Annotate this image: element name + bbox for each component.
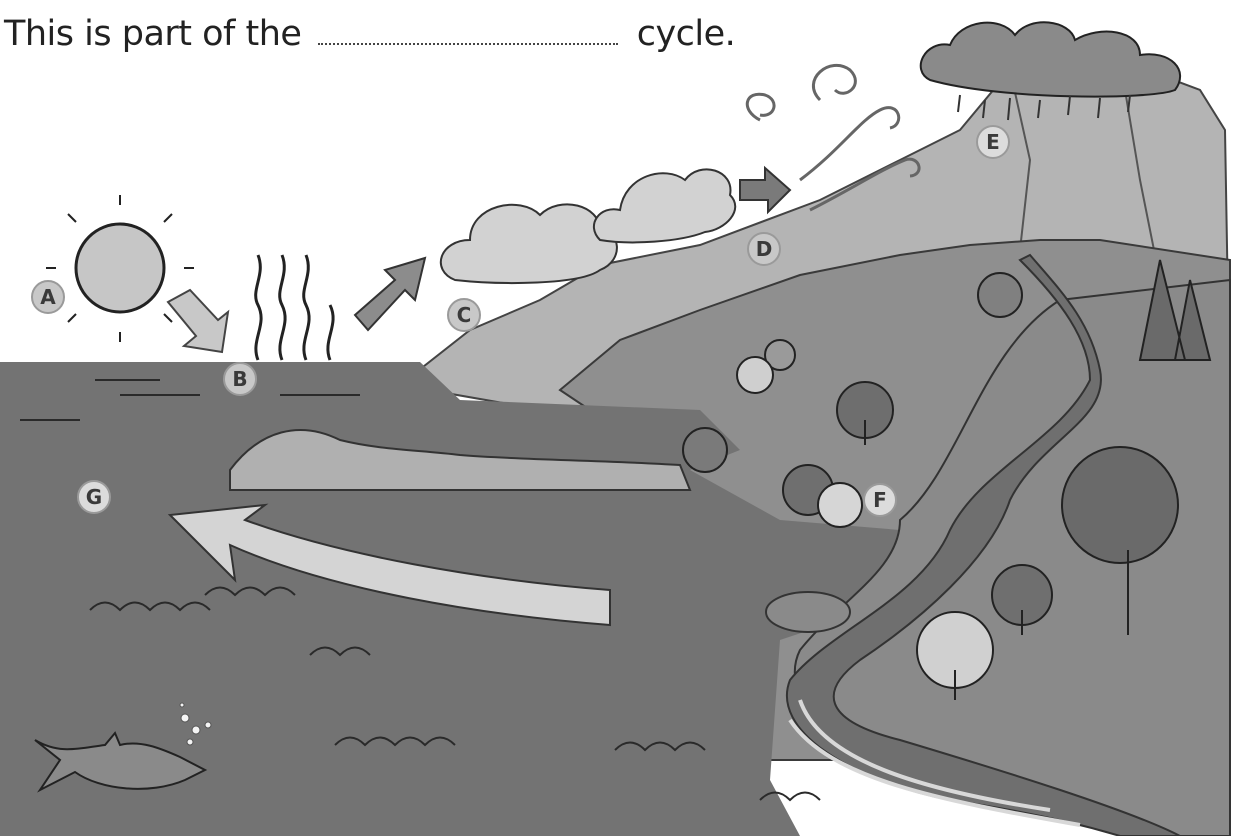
pond (766, 592, 850, 632)
label-f-badge: F (863, 483, 897, 517)
cloud-2 (594, 169, 735, 242)
label-d-badge: D (747, 232, 781, 266)
label-b-badge: B (223, 362, 257, 396)
label-g-badge: G (77, 480, 111, 514)
label-e-badge: E (976, 125, 1010, 159)
rising-vapour-arrow (355, 258, 425, 330)
cloud-1 (441, 204, 617, 283)
sunlight-arrow (168, 290, 228, 352)
wind-arrow (740, 168, 790, 212)
label-a-badge: A (31, 280, 65, 314)
label-c-badge: C (447, 298, 481, 332)
rain-cloud (921, 22, 1180, 96)
sun (76, 224, 164, 312)
evaporation-lines (256, 255, 333, 360)
